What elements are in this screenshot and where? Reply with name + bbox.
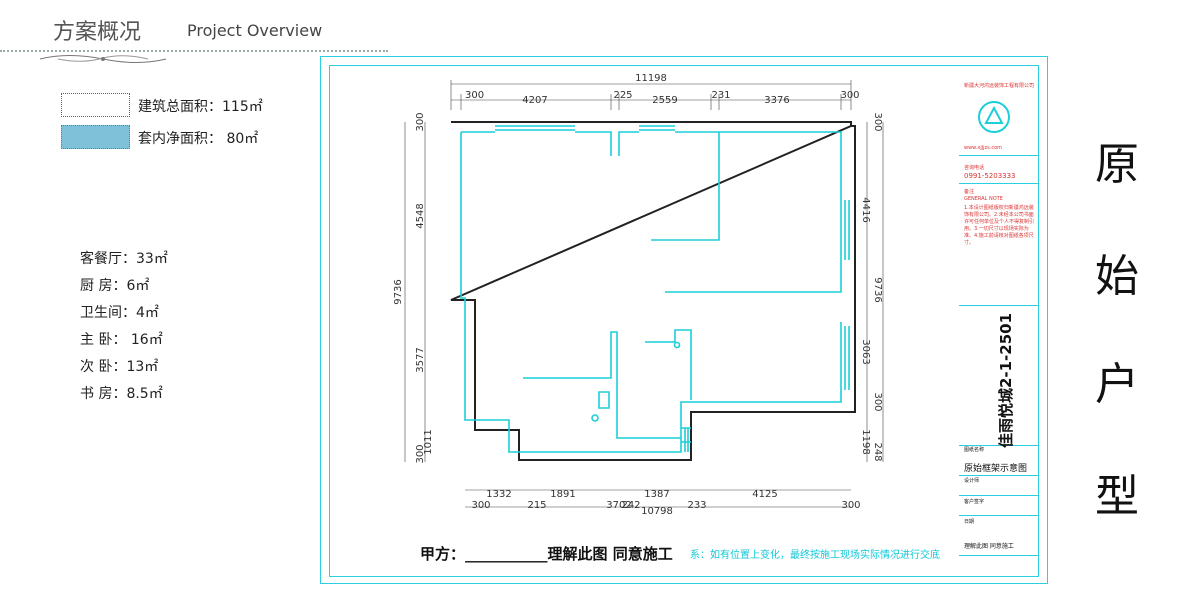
dim-top-total: 11198 [635, 73, 667, 84]
dim-top: 225 [613, 90, 632, 101]
floor-plan: 11198 300 4207 225 2559 231 3376 300 973… [393, 73, 884, 517]
room-item: 卫生间：4㎡ [80, 305, 159, 321]
phone-label: 咨询电话 [964, 165, 985, 171]
room-item: 书 房：8.5㎡ [80, 386, 163, 402]
dim-left-total: 9736 [393, 279, 404, 304]
dim-top: 231 [711, 90, 730, 101]
notes-label-en: GENERAL NOTE [964, 196, 1003, 202]
legend-label: 套内净面积： 80㎡ [138, 131, 259, 147]
dim-right-total: 9736 [872, 277, 883, 302]
dim-left: 1011 [423, 429, 434, 454]
dim-left: 4548 [415, 203, 426, 228]
dim-bottom2: 215 [527, 500, 546, 511]
dim-bottom-total: 10798 [641, 506, 673, 517]
dim-right: 300 [872, 392, 883, 411]
dim-right: 3063 [860, 339, 871, 364]
dim-bottom: 4125 [752, 489, 777, 500]
dim-left: 3577 [415, 347, 426, 372]
dim-bottom: 1387 [644, 489, 669, 500]
dim-top: 3376 [764, 95, 789, 106]
room-area-list: 客餐厅：33㎡ 厨 房：6㎡ 卫生间：4㎡ 主 卧： 16㎡ 次 卧：13㎡ 书… [80, 246, 168, 408]
title-block: 新疆大河鸿远装饰工程有限公司 www.xjjjzs.com 咨询电话 0991-… [959, 65, 1039, 577]
dim-right: 4416 [860, 197, 871, 222]
date-label: 日期 [964, 519, 975, 525]
company-website: www.xjjjzs.com [964, 145, 1003, 151]
dim-top: 2559 [652, 95, 677, 106]
dim-right: 1198 [860, 429, 871, 454]
dim-bottom2: 300 [841, 500, 860, 511]
legend-swatch-white [61, 93, 130, 117]
dim-bottom2: 3702 [606, 500, 631, 511]
dim-bottom2: 242 [621, 500, 640, 511]
section-title-cn: 方案概况 [53, 20, 142, 45]
dim-bottom: 1332 [486, 489, 511, 500]
confirm-text: 理解此图 同意施工 [964, 543, 1014, 550]
flourish-ornament [39, 55, 167, 63]
dim-top: 300 [465, 90, 484, 101]
big-title-char: 原 [1095, 139, 1139, 190]
big-title-char: 始 [1095, 251, 1139, 302]
drawing-label: 图纸名称 [964, 447, 985, 453]
section-title-en: Project Overview [187, 21, 323, 40]
room-item: 次 卧：13㎡ [80, 359, 159, 375]
dim-bottom2: 300 [471, 500, 490, 511]
dim-right: 300 [872, 112, 883, 131]
dim-bottom: 1891 [550, 489, 575, 500]
dim-top: 4207 [522, 95, 547, 106]
project-name: 佳雨悦城2-1-2501 [997, 312, 1016, 449]
drawing-sheet-inner [329, 65, 1039, 577]
big-title-char: 户 [1095, 359, 1139, 410]
drawing-name: 原始框架示意图 [964, 464, 1028, 474]
construction-note: 系：如有位置上变化，最终按施工现场实际情况进行交底 [690, 550, 940, 561]
notes-text: 1.本设计图纸版权归新疆鸿远装饰有限公司。2.未经本公司书面许可任何单位及个人不… [964, 205, 1035, 246]
room-item: 客餐厅：33㎡ [80, 251, 168, 267]
room-item: 厨 房：6㎡ [80, 278, 150, 294]
dim-left: 300 [415, 444, 426, 463]
client-signature-line: 甲方：___________理解此图 同意施工 [420, 545, 673, 563]
client-label: 客户签字 [964, 499, 985, 505]
designer-label: 设计师 [964, 478, 980, 484]
dim-right: 248 [872, 442, 883, 461]
company-name: 新疆大河鸿远装饰工程有限公司 [964, 83, 1035, 89]
drawing-sheet-outer [320, 56, 1048, 584]
room-item: 主 卧： 16㎡ [80, 332, 163, 348]
legend-label: 建筑总面积：115㎡ [138, 99, 263, 115]
company-logo [978, 101, 1010, 133]
legend-swatch-blue [61, 125, 130, 149]
big-title-char: 型 [1095, 471, 1139, 522]
notes-label: 备注 [964, 189, 975, 195]
phone-number: 0991-5203333 [964, 172, 1016, 180]
dim-bottom2: 233 [687, 500, 706, 511]
header-divider [0, 50, 388, 52]
dim-top: 300 [840, 90, 859, 101]
dim-left: 300 [415, 112, 426, 131]
